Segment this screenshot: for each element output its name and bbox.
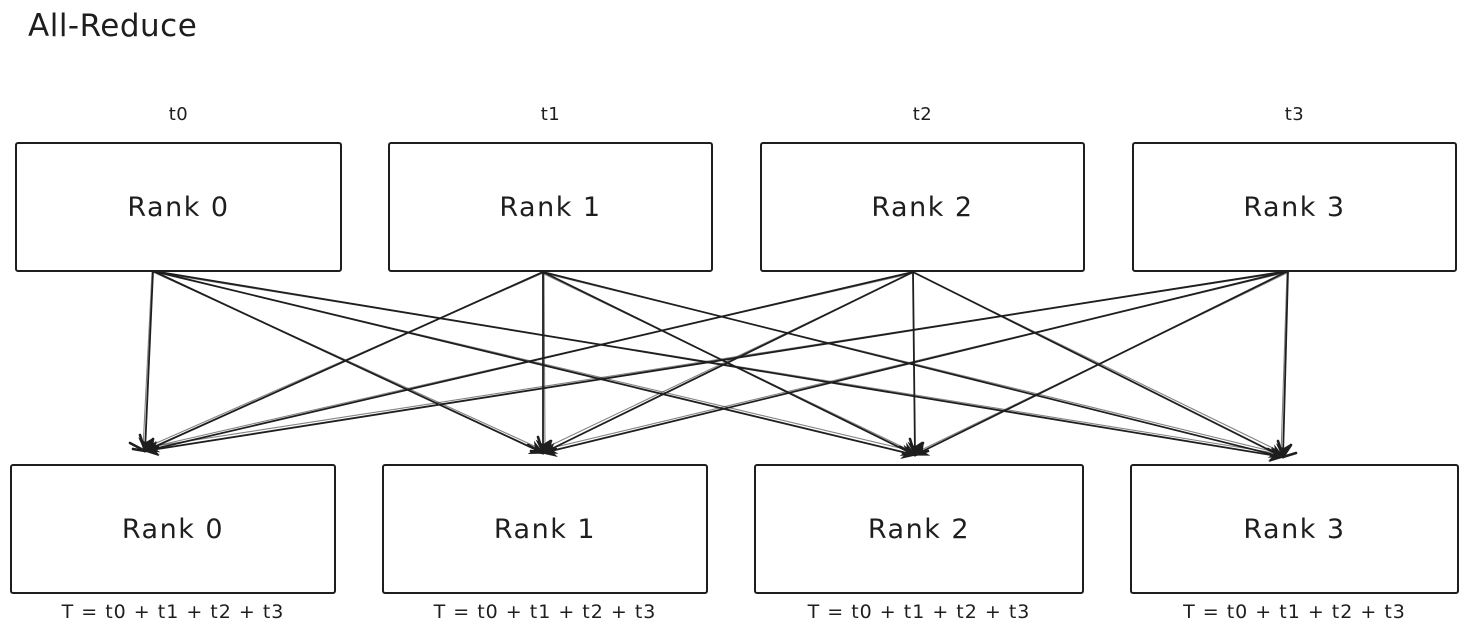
edge-arrow-top3-to-bottom1	[541, 270, 1289, 458]
edge-arrow-top3-to-bottom0	[143, 270, 1289, 457]
tensor-label-t1: t1	[540, 104, 561, 125]
arrowhead-cluster-spike	[143, 445, 160, 453]
edge-echo-stroke	[543, 272, 546, 451]
arrowhead-cluster-spike	[536, 435, 545, 455]
top-node-rank-0: Rank 0	[15, 142, 342, 272]
top-node-rank-0-label: Rank 0	[127, 191, 230, 223]
edge-arrow-top0-to-bottom0	[138, 270, 154, 453]
result-caption-rank-0: T = t0 + t1 + t2 + t3	[61, 601, 285, 623]
arrowhead-cluster-spike	[1276, 439, 1285, 459]
arrowhead-cluster-spike	[529, 449, 545, 455]
tensor-label-t2: t2	[912, 104, 933, 125]
edge-echo-stroke	[1280, 271, 1288, 455]
arrowhead-cluster-spike	[138, 433, 147, 453]
edge-arrow-top3-to-bottom2	[913, 270, 1289, 456]
arrowhead-cluster-spike	[1281, 451, 1298, 459]
result-caption-rank-1: T = t0 + t1 + t2 + t3	[433, 601, 657, 623]
arrowhead-cluster-spike	[1269, 453, 1285, 459]
arrowhead-cluster-spike	[901, 451, 917, 457]
arrowhead-cluster-spike	[143, 437, 155, 453]
bottom-node-rank-3-label: Rank 3	[1243, 513, 1346, 545]
edge-arrow-top3-to-bottom3	[1275, 270, 1291, 459]
edge-arrow-top2-to-bottom2	[907, 271, 923, 457]
bottom-node-rank-3: Rank 3	[1130, 464, 1459, 594]
edge-echo-stroke	[142, 271, 153, 449]
arrowhead-cluster-spike	[541, 439, 553, 455]
edge-arrow-top0-to-bottom3	[152, 270, 1285, 463]
bottom-node-rank-0: Rank 0	[10, 464, 336, 594]
edge-arrow-top2-to-bottom0	[143, 271, 914, 456]
edge-arrow-top0-to-bottom2	[152, 270, 917, 460]
bottom-node-rank-1: Rank 1	[382, 464, 708, 594]
bottom-node-rank-1-label: Rank 1	[493, 513, 597, 545]
result-caption-rank-3: T = t0 + t1 + t2 + t3	[1183, 601, 1406, 623]
edge-arrow-top1-to-bottom0	[143, 271, 544, 453]
arrowhead-cluster-spike	[131, 447, 147, 453]
arrowhead-cluster-spike	[541, 447, 558, 455]
tensor-label-t3: t3	[1284, 104, 1305, 125]
edge-arrow-top2-to-bottom1	[541, 271, 914, 454]
edge-arrow-top0-to-bottom1	[152, 270, 545, 455]
tensor-label-t0: t0	[168, 104, 189, 125]
bottom-node-rank-2-label: Rank 2	[867, 513, 971, 545]
diagram-title: All-Reduce	[28, 8, 198, 44]
bottom-node-rank-0-label: Rank 0	[121, 513, 225, 545]
top-node-rank-2-label: Rank 2	[871, 191, 974, 223]
top-node-rank-2: Rank 2	[760, 142, 1085, 272]
arrowhead-cluster-spike	[913, 449, 930, 457]
arrowhead-cluster-spike	[908, 437, 917, 457]
top-node-rank-3-label: Rank 3	[1243, 191, 1346, 223]
bottom-node-rank-2: Rank 2	[754, 464, 1084, 594]
result-caption-rank-2: T = t0 + t1 + t2 + t3	[807, 601, 1031, 623]
arrowhead-cluster-spike	[1281, 443, 1293, 459]
edge-arrow-top1-to-bottom2	[542, 271, 917, 456]
top-node-rank-1: Rank 1	[388, 142, 713, 272]
top-node-rank-1-label: Rank 1	[499, 191, 602, 223]
arrowhead-cluster-spike	[913, 441, 925, 457]
top-node-rank-3: Rank 3	[1132, 142, 1457, 272]
edge-arrow-top1-to-bottom3	[542, 271, 1285, 461]
